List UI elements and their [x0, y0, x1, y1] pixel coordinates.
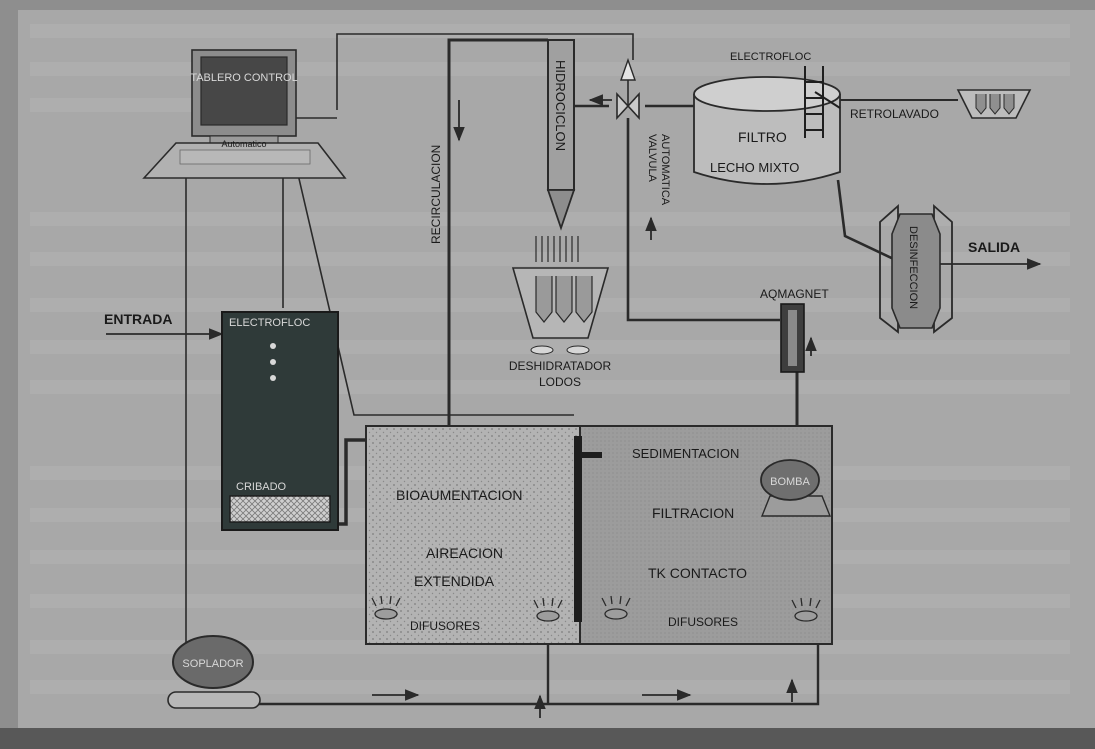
- automatico-label: Automatico: [221, 139, 266, 149]
- main-tank: BIOAUMENTACION AIREACION EXTENDIDA DIFUS…: [365, 425, 833, 645]
- tank-left-bioaumentacion: [365, 425, 581, 645]
- control-line-top: [336, 33, 634, 110]
- filter-to-desinfeccion-pipe: [836, 179, 901, 264]
- lecho-mixto-label: LECHO MIXTO: [710, 160, 799, 175]
- aqmagnet-label: AQMAGNET: [760, 287, 829, 301]
- salida-label: SALIDA: [968, 239, 1020, 255]
- recirculacion-label: RECIRCULACION: [429, 145, 443, 244]
- soplador-blower: SOPLADOR: [167, 635, 261, 709]
- retrolavado-label: RETROLAVADO: [850, 107, 939, 121]
- hidrociclon: HIDROCICLON: [535, 39, 579, 262]
- diffusers: [371, 595, 821, 622]
- diffuser-3: [601, 595, 631, 620]
- flow-arrows: [106, 94, 1042, 718]
- filtro-lecho-mixto: FILTRO LECHO MIXTO ELECTROFLOC: [693, 51, 841, 185]
- diffuser-1: [371, 595, 401, 620]
- aireacion-label: AIREACION: [426, 545, 503, 561]
- sedimentacion-label: SEDIMENTACION: [632, 446, 739, 461]
- difusores-right-label: DIFUSORES: [668, 615, 738, 629]
- soplador-label: SOPLADOR: [182, 658, 243, 670]
- valvula-label: VALVULA: [646, 134, 658, 183]
- bottom-shadow: [0, 728, 1095, 749]
- electrofloc-cribado-unit: ELECTROFLOC CRIBADO: [221, 311, 339, 531]
- hidrociclon-label: HIDROCICLON: [553, 60, 568, 151]
- retrolavado-hopper: [956, 89, 1032, 119]
- tk-contacto-label: TK CONTACTO: [648, 565, 747, 581]
- control-line-tank: [296, 169, 574, 416]
- valvula-automatica: VALVULA AUTOMATICA: [616, 57, 671, 206]
- desinfeccion-unit: DESINFECCION: [879, 203, 953, 334]
- aqmagnet-unit: AQMAGNET: [760, 287, 829, 373]
- partition-wall: [574, 436, 582, 622]
- automatica-label: AUTOMATICA: [659, 134, 671, 206]
- diffuser-4: [791, 597, 821, 622]
- bioaumentacion-label: BIOAUMENTACION: [396, 487, 523, 503]
- recirculation-pipe: [447, 38, 548, 430]
- desinfeccion-label: DESINFECCION: [907, 226, 919, 309]
- control-panel-computer: TABLERO CONTROL Automatico: [142, 49, 347, 179]
- tablero-label: TABLERO CONTROL: [190, 72, 297, 84]
- electrofloc-top-label: ELECTROFLOC: [730, 51, 811, 63]
- diffuser-2: [533, 597, 563, 622]
- electrofloc-unit-label: ELECTROFLOC: [229, 317, 310, 329]
- cribado-mesh: [229, 495, 331, 523]
- bomba-pump: BOMBA: [760, 459, 832, 517]
- filtracion-label: FILTRACION: [652, 505, 734, 521]
- deshidratador-label-2: LODOS: [539, 375, 581, 389]
- filtro-label: FILTRO: [738, 129, 787, 145]
- monitor-screen: [200, 56, 288, 126]
- entrada-label: ENTRADA: [104, 311, 172, 327]
- bomba-label: BOMBA: [770, 476, 810, 488]
- cribado-label: CRIBADO: [236, 481, 287, 493]
- difusores-left-label: DIFUSORES: [410, 619, 480, 633]
- deshidratador-lodos: DESHIDRATADOR LODOS: [509, 267, 612, 389]
- electrofloc-ladder: [804, 66, 841, 138]
- pipe-network: [185, 33, 901, 706]
- extendida-label: EXTENDIDA: [414, 573, 495, 589]
- deshidratador-label-1: DESHIDRATADOR: [509, 359, 612, 373]
- air-main-pipe: [198, 626, 820, 706]
- valve-to-aqmagnet-pipe: [626, 118, 780, 322]
- electrofloc-outlet-pipe: [338, 438, 374, 526]
